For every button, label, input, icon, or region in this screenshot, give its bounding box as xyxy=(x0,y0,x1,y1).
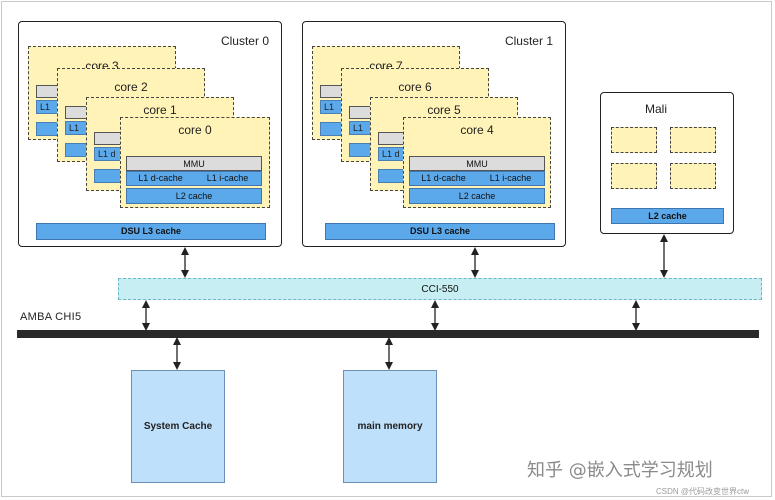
l1-stub-label: L1 xyxy=(324,102,335,112)
l1-d-cache: L1 d-cache xyxy=(421,173,466,183)
l1-stub-label: L1 xyxy=(353,123,364,133)
l1-stub: L1 xyxy=(36,100,58,114)
cluster-title: Cluster 0 xyxy=(220,34,269,48)
dsu-l3-cache: DSU L3 cache xyxy=(36,223,266,240)
core-label: core 5 xyxy=(427,103,461,117)
gpu-shader-core xyxy=(670,163,716,189)
l2-cache: L2 cache xyxy=(409,188,545,204)
main-memory-label: main memory xyxy=(357,421,423,432)
cluster-title: Cluster 1 xyxy=(504,34,553,48)
main-memory: main memory xyxy=(343,370,437,483)
core-label: core 2 xyxy=(114,80,148,94)
l1-stub-label: L1 d xyxy=(382,149,400,159)
l1-stub: L1 xyxy=(349,121,371,135)
core-label: core 6 xyxy=(398,80,432,94)
gpu-l2-cache: L2 cache xyxy=(611,208,724,224)
gpu-shader-core xyxy=(611,127,657,153)
cci-label: CCI-550 xyxy=(421,284,459,295)
gpu-shader-core xyxy=(611,163,657,189)
l1-d-cache: L1 d-cache xyxy=(138,173,183,183)
l1-stub-label: L1 xyxy=(69,123,80,133)
core-label: core 1 xyxy=(143,103,177,117)
l1-stub: L1 d xyxy=(378,147,408,161)
zhihu-watermark: 知乎 @嵌入式学习规划 xyxy=(527,460,713,481)
l1-cache-row: L1 d-cache L1 i-cache xyxy=(126,171,262,186)
core-card-front: core 0 MMU L1 d-cache L1 i-cache L2 cach… xyxy=(120,117,270,208)
l1-stub-label: L1 d xyxy=(98,149,116,159)
gpu-shader-core xyxy=(670,127,716,153)
system-cache: System Cache xyxy=(131,370,225,483)
core-card-front: core 4 MMU L1 d-cache L1 i-cache L2 cach… xyxy=(403,117,551,208)
l1-cache-row: L1 d-cache L1 i-cache xyxy=(409,171,545,186)
amba-bus-label: AMBA CHI5 xyxy=(20,311,82,323)
mali-title: Mali xyxy=(645,102,668,116)
l1-i-cache: L1 i-cache xyxy=(489,173,532,183)
l1-stub-label: L1 xyxy=(40,102,51,112)
mmu-block: MMU xyxy=(126,156,262,171)
l2-cache: L2 cache xyxy=(126,188,262,204)
l1-stub: L1 xyxy=(320,100,342,114)
core-label: core 4 xyxy=(460,123,494,137)
system-cache-label: System Cache xyxy=(143,421,213,432)
dsu-l3-cache: DSU L3 cache xyxy=(325,223,555,240)
csdn-watermark: CSDN @代码改变世界ctw xyxy=(656,487,750,496)
amba-bus xyxy=(17,330,759,338)
mmu-block: MMU xyxy=(409,156,545,171)
l1-i-cache: L1 i-cache xyxy=(206,173,249,183)
core-label: core 0 xyxy=(178,123,212,137)
cci-550-interconnect: CCI-550 xyxy=(118,278,762,300)
